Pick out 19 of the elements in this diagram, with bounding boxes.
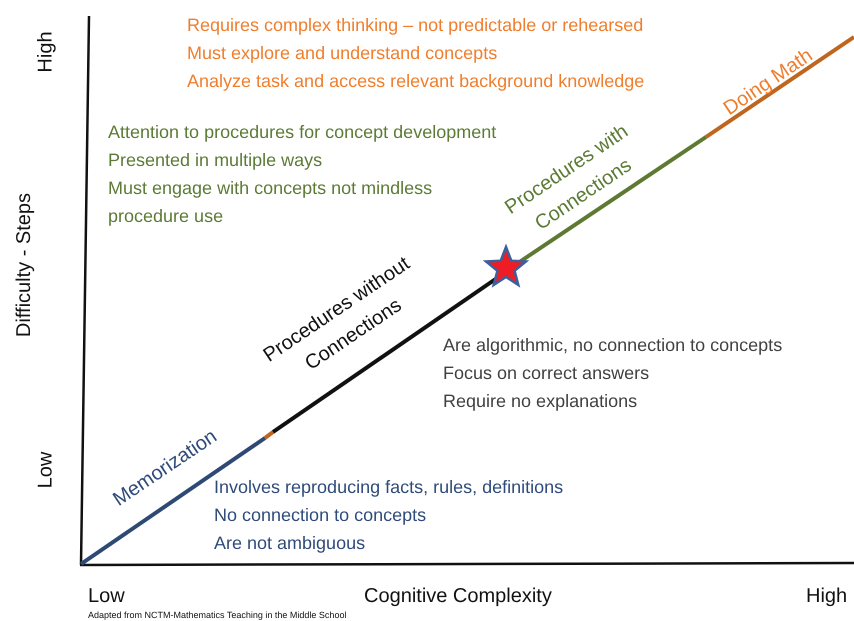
axis-label: Low [32, 452, 57, 488]
description-text: Focus on correct answers [443, 362, 650, 385]
description-text: No connection to concepts [214, 505, 426, 527]
description-text: Requires complex thinking – not predictable or rehearsed [187, 14, 644, 37]
axis-title: Cognitive Complexity [364, 584, 552, 609]
description-text: Require no explanations [443, 390, 638, 413]
description-text: Analyze task and access relevant background knowledge [187, 70, 644, 93]
axis-label: Low [88, 584, 125, 609]
axis-label: High [33, 31, 58, 73]
axis-label: High [806, 584, 848, 609]
description-text: Are algorithmic, no connection to concepts [443, 334, 782, 357]
axis-title: Difficulty - Steps [12, 192, 36, 338]
description-text: Involves reproducing facts, rules, definitions [214, 477, 564, 497]
description-text: Are not ambiguous [214, 532, 366, 555]
description-text: Presented in multiple ways [108, 149, 322, 172]
description-text: Must engage with concepts not mindless procedure use [108, 177, 434, 228]
description-text: Must explore and understand concepts [187, 42, 498, 65]
source-note: Adapted from NCTM-Mathematics Teaching in the Middle School [88, 610, 346, 621]
description-text: Attention to procedures for concept development [108, 121, 496, 144]
